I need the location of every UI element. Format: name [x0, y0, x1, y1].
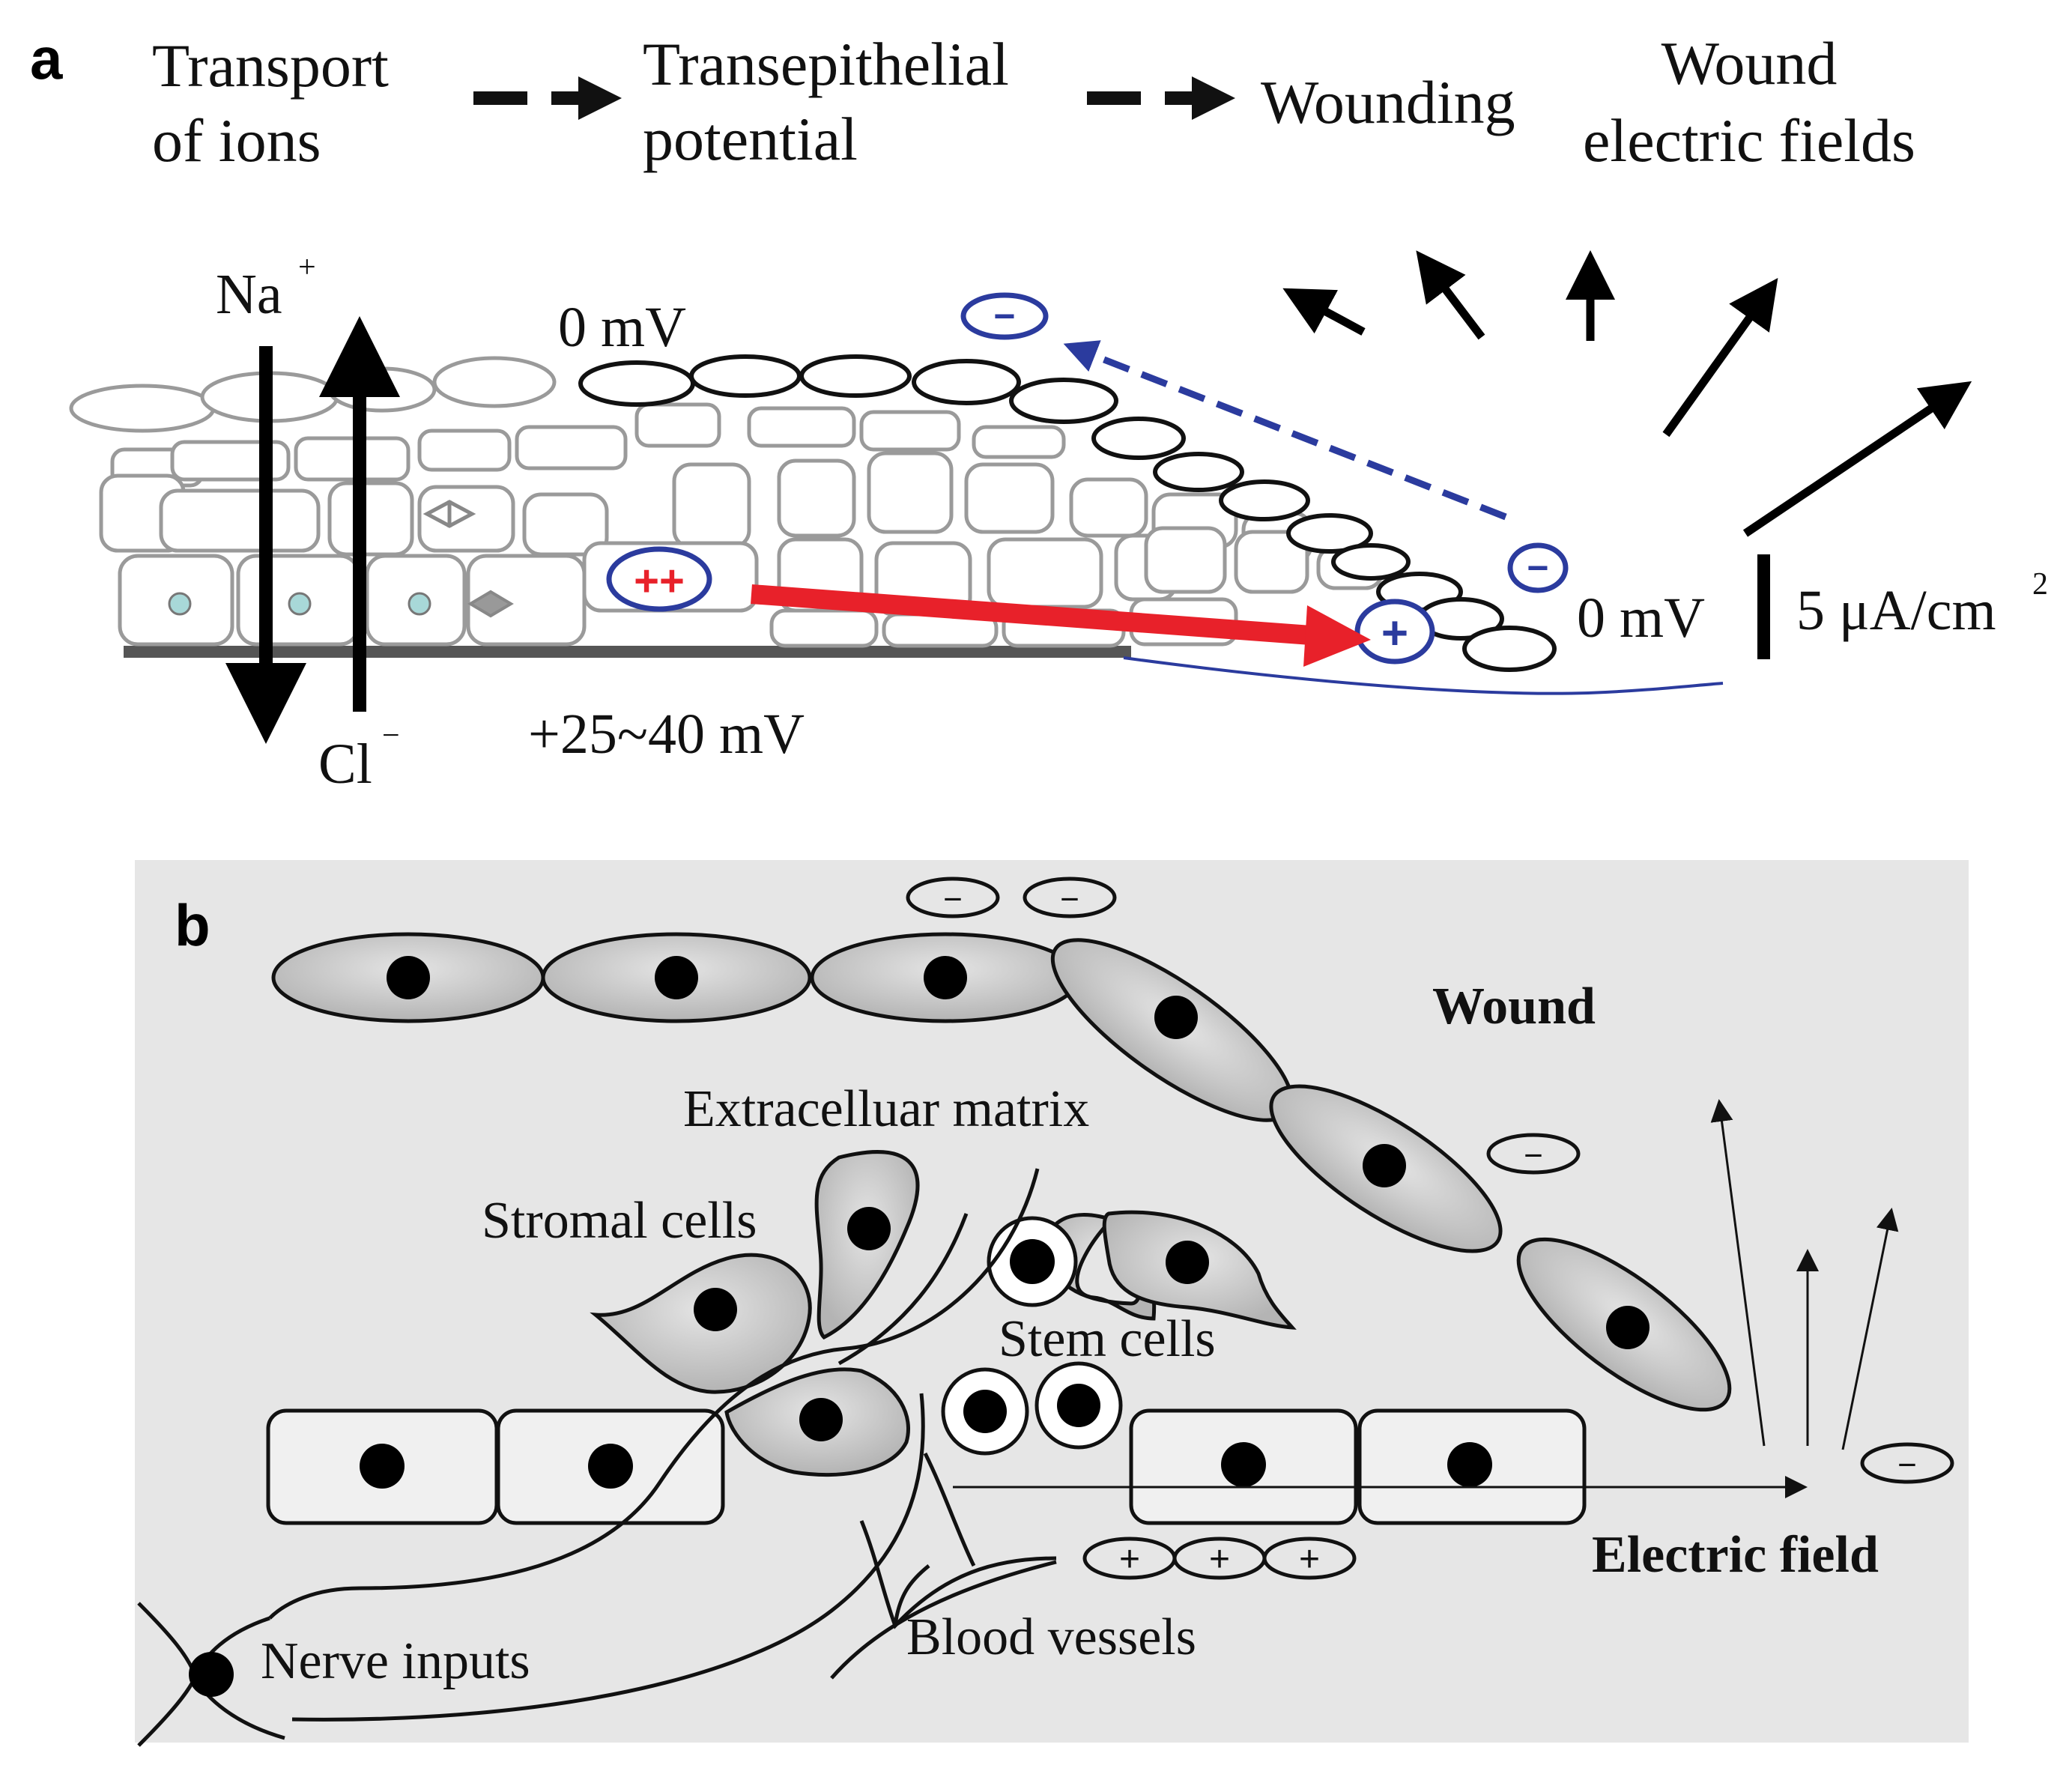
- flow-step-wound-fields-line2: electric fields: [1583, 106, 1915, 175]
- apical-potential-label: 0 mV: [558, 296, 686, 359]
- basal-potential-label: +25~40 mV: [528, 703, 805, 766]
- basal-cell-row: [266, 1408, 1587, 1525]
- wound-label: Wound: [1432, 978, 1596, 1035]
- svg-text:+: +: [1299, 1540, 1320, 1579]
- epithelium-black-cells: [578, 354, 1557, 672]
- blood-vessels-label: Blood vessels: [906, 1608, 1196, 1666]
- current-scale-superscript: 2: [2032, 567, 2048, 602]
- svg-text:+: +: [1381, 608, 1408, 659]
- svg-text:−: −: [1897, 1447, 1917, 1483]
- panel-a: a Transport of ions Transepithelial pote…: [30, 25, 2048, 796]
- svg-text:−: −: [943, 881, 963, 918]
- basement-membrane: [124, 646, 1131, 658]
- epithelial-cell-row: [271, 932, 1732, 1412]
- nerve-cell: [137, 1602, 285, 1747]
- cl-ion-superscript: −: [382, 718, 400, 753]
- svg-text:−: −: [1524, 1137, 1543, 1174]
- negative-charges: − − − −: [906, 877, 1954, 1484]
- charge-plus: +: [1354, 599, 1435, 665]
- matrix-fibers: [268, 1168, 1057, 1722]
- svg-text:−: −: [1060, 881, 1079, 918]
- svg-text:++: ++: [634, 557, 685, 605]
- lateral-current-arrow: [751, 584, 1371, 667]
- flow-step-transport-line1: Transport: [152, 31, 389, 100]
- svg-text:−: −: [1527, 547, 1548, 589]
- charge-minus-top: −: [960, 292, 1049, 340]
- current-scale-label: 5 μA/cm: [1796, 579, 1996, 642]
- surface-dashed-arrow: [1063, 340, 1507, 521]
- charge-plus-plus: ++: [606, 546, 712, 612]
- flow-arrow-2: [1087, 76, 1235, 120]
- flow-arrow-1: [473, 76, 622, 120]
- svg-text:+: +: [1209, 1540, 1230, 1579]
- flow-step-wound-fields-line1: Wound: [1661, 29, 1838, 97]
- panel-a-label: a: [30, 25, 63, 91]
- na-ion-label: Na: [216, 263, 282, 326]
- extracellular-matrix-label: Extracelluar matrix: [683, 1080, 1089, 1138]
- wound-bed-line: [1123, 656, 1724, 695]
- flow-step-transepithelial-line1: Transepithelial: [643, 30, 1009, 98]
- flow-step-transepithelial-line2: potential: [643, 105, 858, 173]
- panel-b: b − − − −: [135, 860, 1969, 1747]
- stem-cells-label: Stem cells: [999, 1310, 1216, 1368]
- stem-cells: [941, 1216, 1123, 1456]
- current-scale-bar: [1757, 554, 1770, 659]
- flow-step-wounding: Wounding: [1261, 68, 1515, 136]
- svg-text:−: −: [993, 295, 1015, 337]
- flow-step-transport-line2: of ions: [152, 106, 321, 175]
- stromal-cells: [590, 1150, 1297, 1477]
- positive-charges: + + +: [1082, 1537, 1357, 1580]
- stromal-cells-label: Stromal cells: [482, 1192, 757, 1250]
- electric-field-label: Electric field: [1592, 1526, 1879, 1584]
- panel-b-label: b: [175, 892, 210, 958]
- nerve-inputs-label: Nerve inputs: [261, 1632, 530, 1690]
- na-ion-superscript: +: [298, 250, 316, 285]
- wound-potential-label: 0 mV: [1577, 587, 1705, 650]
- flow-header: Transport of ions Transepithelial potent…: [152, 29, 1915, 175]
- wound-field-arrows: [1282, 250, 1972, 537]
- electric-field-arrows: [953, 1099, 1899, 1498]
- charge-minus-wound: −: [1507, 542, 1569, 593]
- cl-ion-label: Cl: [318, 733, 372, 796]
- svg-text:+: +: [1119, 1540, 1140, 1579]
